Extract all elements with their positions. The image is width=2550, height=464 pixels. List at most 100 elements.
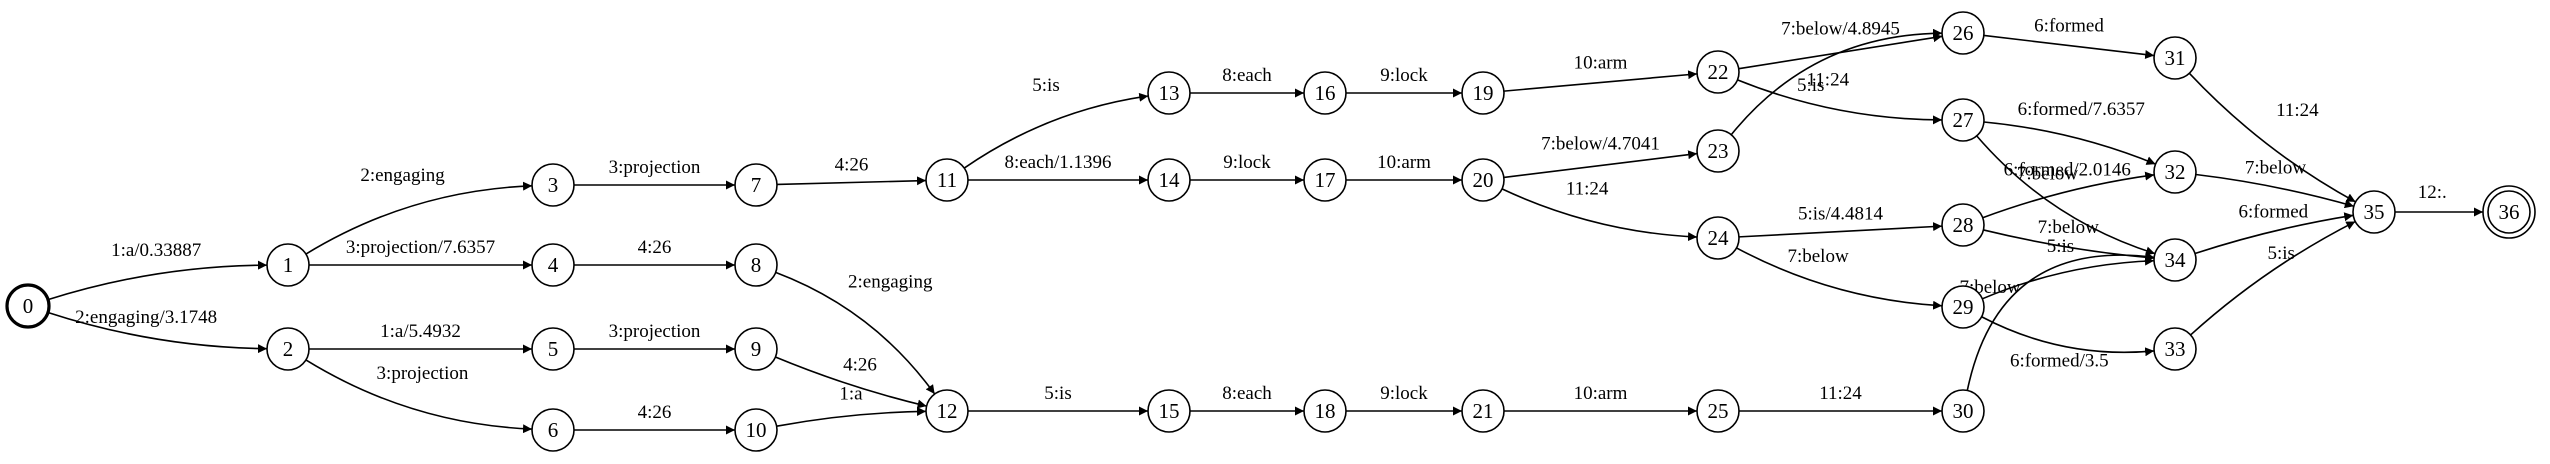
state-node-21: 21 <box>1461 389 1505 433</box>
arc-0-2: 2:engaging/3.1748 <box>47 307 268 354</box>
arc-label: 7:below/4.7041 <box>1541 134 1660 155</box>
arcs-layer: 1:a/0.33887 2:engaging/3.1748 2:engaging 3:… <box>47 16 2483 435</box>
arc-line <box>2190 220 2356 336</box>
state-node-17: 17 <box>1303 158 1347 202</box>
arc-label: 9:lock <box>1380 65 1428 86</box>
state-node-10: 10 <box>734 408 778 452</box>
arc-21-25: 10:arm <box>1503 383 1697 416</box>
arc-line <box>1983 121 2156 165</box>
arc-line <box>1736 247 1943 310</box>
arc-label: 4:26 <box>638 402 672 423</box>
state-circle <box>1696 50 1740 94</box>
state-circle <box>1461 389 1505 433</box>
state-label: 28 <box>1953 213 1974 237</box>
state-circle <box>2153 238 2197 282</box>
state-label: 32 <box>2165 160 2186 184</box>
state-circle <box>1696 216 1740 260</box>
arc-line <box>47 311 268 354</box>
arc-20-23: 7:below/4.7041 <box>1503 134 1698 179</box>
arc-label: 11:24 <box>1819 383 1862 404</box>
state-node-33: 33 <box>2153 327 2197 371</box>
arc-line <box>1982 256 2155 300</box>
state-node-5: 5 <box>531 327 575 371</box>
state-label: 15 <box>1159 399 1180 423</box>
arc-7-11: 4:26 <box>776 155 927 186</box>
arc-label: 5:is <box>2047 236 2074 257</box>
arc-16-19: 9:lock <box>1346 65 1462 98</box>
arc-0-1: 1:a/0.33887 <box>47 240 268 301</box>
state-circle <box>531 327 575 371</box>
arc-line <box>1981 316 2155 357</box>
arc-line <box>1503 150 1698 179</box>
state-label: 30 <box>1953 399 1974 423</box>
state-label: 13 <box>1159 81 1180 105</box>
arc-35-36: 12:. <box>2395 182 2483 217</box>
state-circle <box>925 158 969 202</box>
arc-label: 4:26 <box>835 155 869 176</box>
arc-label: 11:24 <box>1807 70 1850 91</box>
arc-line <box>775 356 927 409</box>
state-circle <box>1461 158 1505 202</box>
arc-line <box>2195 173 2355 209</box>
state-node-24: 24 <box>1696 216 1740 260</box>
state-circle <box>734 327 778 371</box>
state-label: 14 <box>1159 168 1181 192</box>
arc-label: 5:is <box>1044 383 1071 404</box>
state-circle <box>531 408 575 452</box>
arc-3-7: 3:projection <box>573 157 735 190</box>
state-node-2: 2 <box>266 327 310 371</box>
arc-27-32: 6:formed/7.6357 <box>1983 99 2156 165</box>
state-label: 19 <box>1473 81 1494 105</box>
state-label: 3 <box>548 173 559 197</box>
state-node-23: 23 <box>1696 129 1740 173</box>
arc-14-17: 9:lock <box>1190 152 1304 185</box>
state-label: 36 <box>2499 200 2520 224</box>
state-node-14: 14 <box>1147 158 1191 202</box>
state-circle <box>1696 389 1740 433</box>
state-circle <box>1461 71 1505 115</box>
arc-8-12: 2:engaging <box>775 271 936 395</box>
state-circle <box>1941 389 1985 433</box>
arc-20-24: 11:24 <box>1501 179 1698 242</box>
arc-label: 2:engaging <box>360 165 445 186</box>
arc-24-29: 7:below <box>1736 246 1943 310</box>
state-node-18: 18 <box>1303 389 1347 433</box>
arc-label: 8:each <box>1222 65 1272 86</box>
state-node-3: 3 <box>531 163 575 207</box>
arc-line <box>2188 72 2356 203</box>
arc-label: 3:projection <box>609 321 701 342</box>
state-node-11: 11 <box>925 158 969 202</box>
arc-2-6: 3:projection <box>305 359 533 434</box>
state-circle <box>531 243 575 287</box>
arc-label: 11:24 <box>1566 179 1609 200</box>
arc-label: 12:. <box>2418 182 2447 203</box>
arc-22-27: 11:24 <box>1737 70 1943 125</box>
arc-line <box>1501 188 1698 242</box>
arc-5-9: 3:projection <box>574 321 735 354</box>
arc-line <box>1730 28 1943 136</box>
state-circle <box>925 389 969 433</box>
state-label: 31 <box>2165 46 2186 70</box>
arc-label: 1:a/0.33887 <box>111 240 201 261</box>
arc-line <box>1983 34 2155 59</box>
arc-2-5: 1:a/5.4932 <box>309 321 532 354</box>
arc-line <box>1738 222 1943 238</box>
arc-9-12: 4:26 <box>775 355 927 409</box>
state-circle <box>1303 158 1347 202</box>
arc-18-21: 9:lock <box>1345 383 1462 416</box>
state-label: 35 <box>2364 200 2385 224</box>
state-circle <box>266 243 310 287</box>
state-circle <box>2153 36 2197 80</box>
state-circle <box>2153 150 2197 194</box>
arc-label: 2:engaging <box>848 271 933 292</box>
arc-label: 6:formed/3.5 <box>2010 351 2109 372</box>
state-node-20: 20 <box>1461 158 1505 202</box>
state-node-28: 28 <box>1941 203 1985 247</box>
state-label: 9 <box>751 337 762 361</box>
arc-label: 9:lock <box>1380 383 1428 404</box>
state-node-26: 26 <box>1941 11 1985 55</box>
arc-label: 7:below <box>2038 217 2099 238</box>
arc-label: 1:a <box>839 384 863 405</box>
state-label: 8 <box>751 253 762 277</box>
arc-10-12: 1:a <box>776 384 927 427</box>
